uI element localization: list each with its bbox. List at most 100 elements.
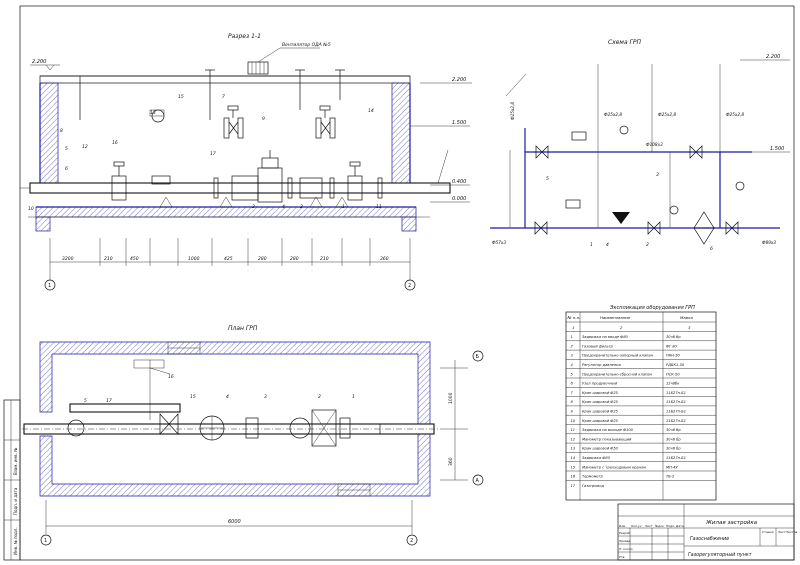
scheme-pipe-7: Ф89х3 [762,240,776,245]
scheme-pipe-5: Ф108х3 [646,142,663,147]
section-dim-9: 360 [380,256,389,262]
stamp-col-2: Кол.уч [631,524,642,528]
eq-row-no: 16 [571,475,576,479]
eq-row-name: Регулятор давления [582,363,622,367]
eq-row-name: Манометр показывающий [582,437,632,441]
eq-row-mark: РДБК1-50 [666,363,685,367]
eq-row-no: 2 [571,344,574,348]
eq-row-name: Кран шаровой Ф25 [582,400,619,404]
section-dim-4: 1000 [188,256,200,262]
stamp-title: Жилая застройка [705,520,758,526]
eq-row-mark: ТБ-2 [666,475,675,479]
section-label-14: 14 [368,108,374,114]
plan-outer-wall [39,341,431,497]
eq-row-no: 11 [571,428,576,432]
section-label-10: 10 [28,206,34,212]
eq-headnum-1: 1 [572,325,574,330]
eq-row-no: 15 [571,465,576,469]
plan-axis-left: 1 [44,538,47,544]
eq-row-no: 5 [571,372,574,376]
eq-header-mark: Марка [680,315,694,320]
side-stamp-inv: Инв. № подл. [13,527,18,555]
plan-view: План ГРП 1 2 3 4 5 15 16 1 [22,325,484,546]
elev-left: 2.200 [32,59,46,65]
eq-row-mark: 30ч6 бр [666,447,681,451]
scheme-valve-1 [535,145,549,159]
fan-callout: Вентилятор ОДА №5 [282,42,331,48]
valve-inlet [111,161,127,201]
eq-headnum-3: 3 [688,325,691,330]
sheet-frame [19,5,795,561]
eq-row-name: Предохранительно-сбросной клапан [582,372,653,376]
section-dim-7: 280 [290,256,299,262]
section-label-5: 5 [65,146,68,152]
elev-0000: 0.000 [452,196,466,202]
stamp-role-2: Провер. [619,539,632,543]
eq-row-no: 12 [571,437,576,441]
eq-row-no: 8 [571,400,574,404]
plan-axis-a: А [476,478,480,484]
roof-slab [39,75,411,84]
eq-row-name: Кран шаровой Ф25 [582,419,619,423]
eq-row-mark: 30ч6 бр [666,437,681,441]
eq-header-no: № п.п. [567,315,581,320]
plan-axis-b: Б [476,354,480,360]
eq-row-mark: 11Б27п-Б1 [666,391,686,395]
eq-row-mark: 11Б27п-Б1 [666,419,686,423]
stamp-drawing: Газорегуляторный пункт [688,552,752,558]
axis-b-marker [472,350,484,362]
eq-row-no: 3 [571,354,574,358]
scheme-pipe-4: Ф25х2,8 [726,112,744,117]
eq-header-name: Наименование [600,315,631,320]
scheme-label-3: 3 [656,172,659,178]
section-dim-6: 280 [258,256,267,262]
plan-label-4: 4 [226,394,229,400]
stamp-sheets: Листов [785,530,797,534]
scheme-valve-5 [725,221,739,235]
filter-box [299,177,323,199]
plan-axis-right: 2 [410,538,413,544]
eq-row-mark: 30ч6 бр [666,335,681,339]
plan-dim-right-2: 360 [448,457,454,466]
scheme-manometer-3 [735,181,745,191]
eq-row-no: 9 [571,410,574,414]
plan-filter-2 [289,417,311,439]
section-label-16: 16 [112,140,118,146]
scheme-label-4: 4 [606,242,609,248]
eq-row-name: Газовый фильтр [582,344,614,348]
stamp-stage: Стадия [762,530,774,534]
stamp-col-6: Дата [675,524,684,528]
scheme-label-5: 5 [546,176,549,182]
eq-row-no: 17 [571,484,576,488]
scheme-label-1: 1 [590,242,593,248]
eq-row-no: 4 [571,363,574,367]
valve-outlet [347,161,363,201]
section-label-8: 8 [60,128,63,134]
eq-row-name: Кран шаровой Ф25 [582,410,619,414]
scheme-manometer-2 [669,205,679,215]
eq-row-name: Предохранительно-запорный клапан [582,354,654,358]
scheme-label-2: 2 [646,242,649,248]
eq-row-mark: ФГ 80 [666,344,678,348]
eq-row-mark: 30ч6 бр [666,428,681,432]
stamp-subtitle: Газоснабжение [690,536,729,542]
plan-label-16: 16 [168,374,174,380]
scheme-regulator [612,212,630,224]
equipment-table: Экспликация оборудования ГРП № п.п. Наим… [565,305,717,501]
eq-row-mark: 11Б27п-Б1 [666,400,686,404]
scheme-pipe-1: Ф25х2,8 [510,102,515,120]
section-label-11: 11 [376,204,382,210]
section-dim-3: 450 [130,256,139,262]
plan-label-5: 5 [84,398,87,404]
eq-row-name: Кран шаровой Ф50 [582,447,619,451]
scheme-label-6: 6 [710,246,713,252]
section-label-6: 6 [65,166,68,172]
eq-row-no: 14 [571,456,576,460]
stamp-sheet: Лист [777,530,786,534]
regulator-unit [231,150,283,203]
stamp-role-3: Н. контр. [619,547,633,551]
eq-row-no: 1 [571,335,573,339]
side-stamp: Инв. № подл. Подп. и дата Взам. инв. № [3,399,21,561]
section-label-2: 2 [300,204,303,210]
